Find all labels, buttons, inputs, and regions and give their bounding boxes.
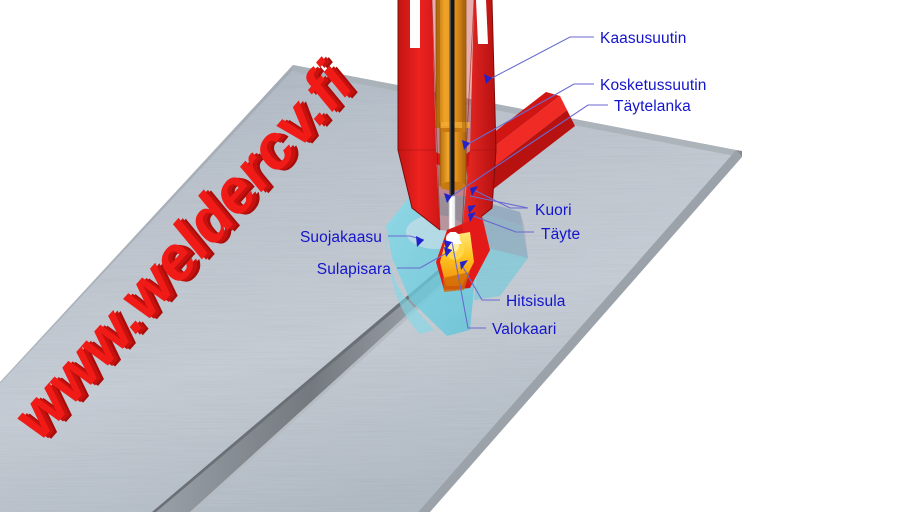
label-sulapisara: Sulapisara [316,261,391,278]
label-suojakaasu: Suojakaasu [299,229,382,246]
label-kosketussuutin: Kosketussuutin [600,77,707,94]
filler-wire [448,0,456,237]
label-kaasusuutin: Kaasusuutin [600,30,687,47]
leader-lines [388,36,608,329]
label-hitsisula: Hitsisula [506,293,566,310]
label-tayte: Täyte [541,226,581,243]
weld-seam-groove [152,258,470,512]
leader-arrowheads [416,74,492,270]
label-taytelanka: Täytelanka [614,98,691,115]
label-valokaari: Valokaari [492,321,557,338]
label-kuori: Kuori [535,202,572,219]
